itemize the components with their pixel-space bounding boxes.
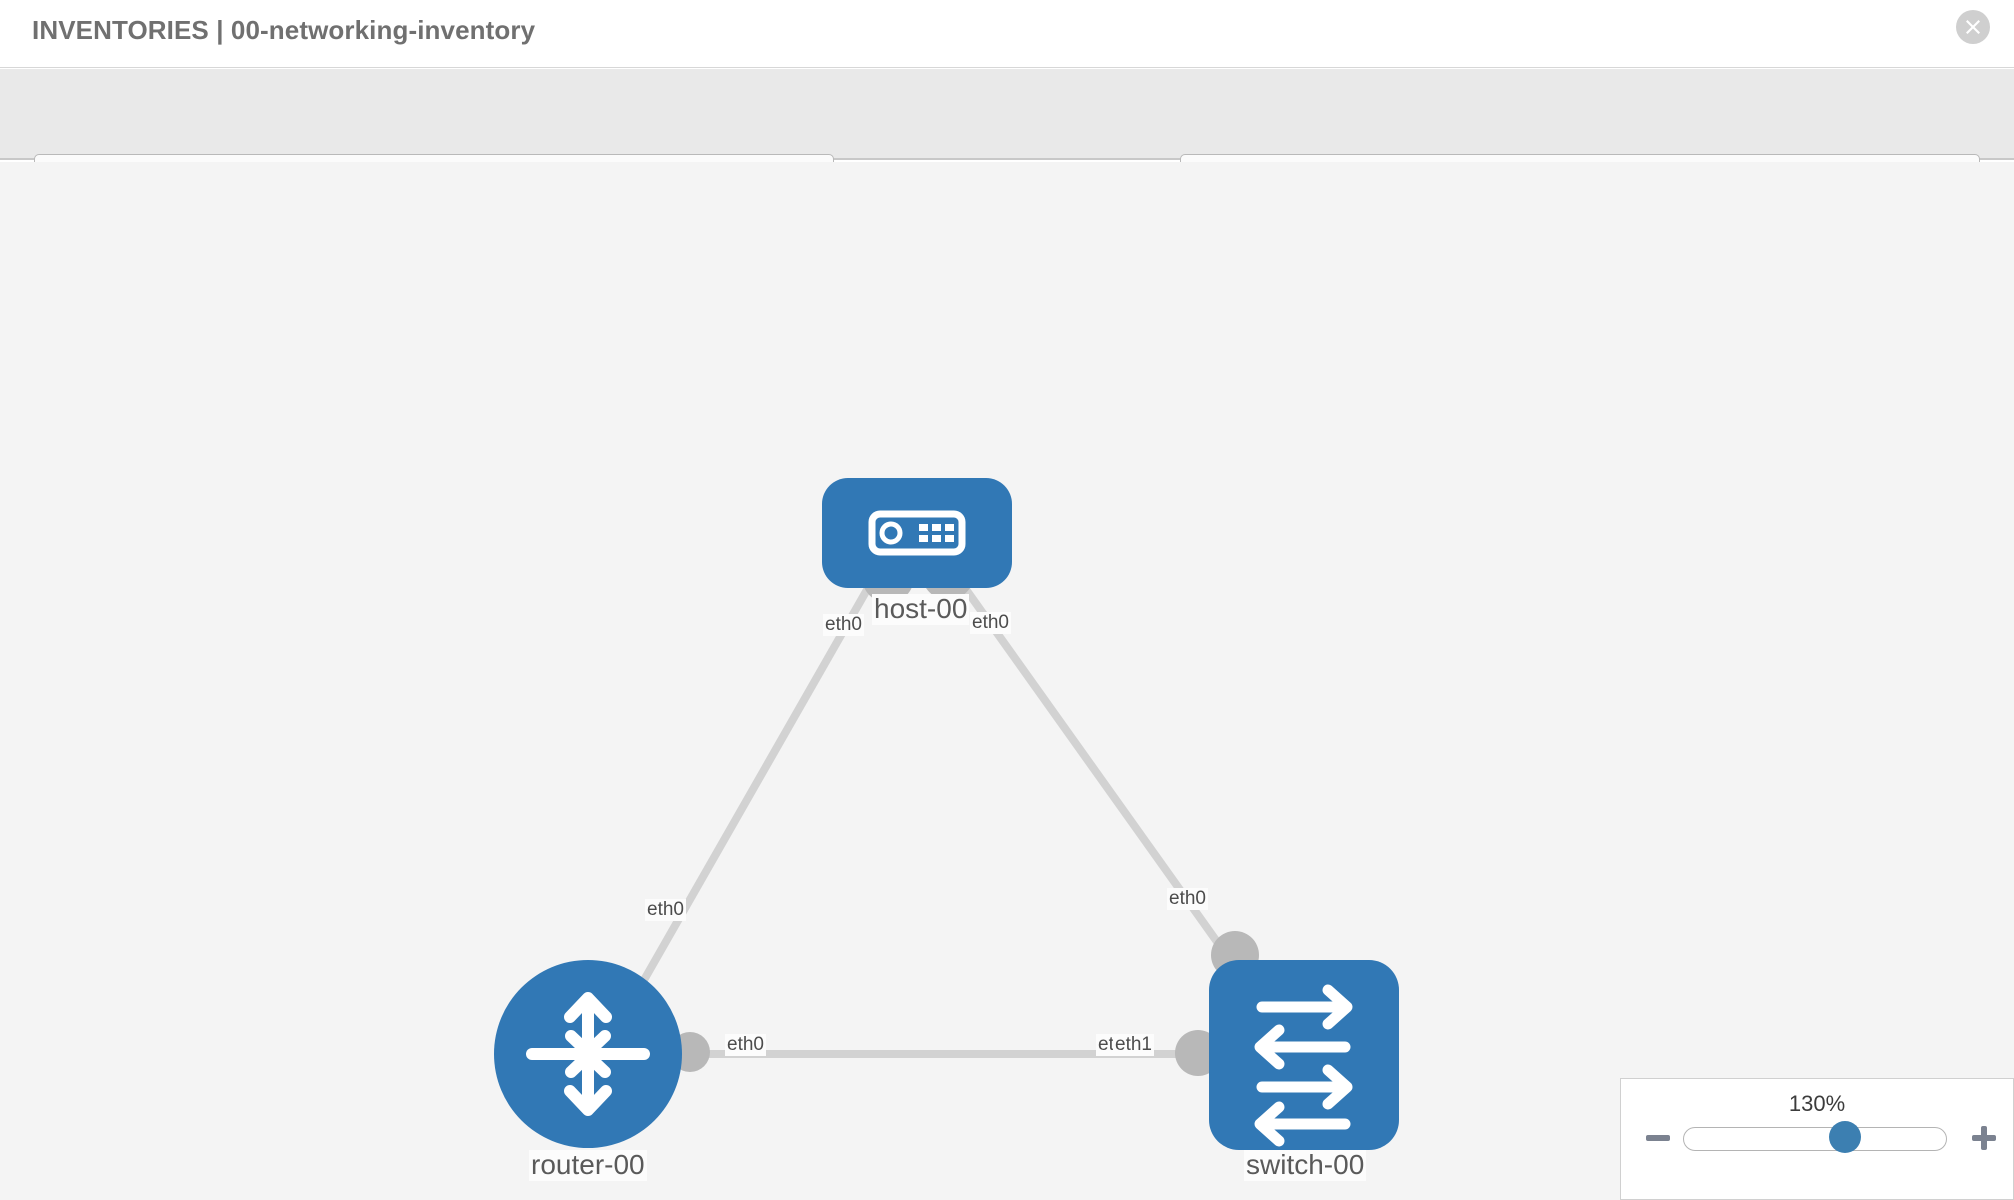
iface-label-router-eth0-right: eth0: [725, 1034, 766, 1056]
server-appliance-icon: [868, 510, 966, 556]
iface-label-router-eth0-up: eth0: [645, 899, 686, 921]
switch-arrows-icon: [1254, 984, 1353, 1147]
page-header: INVENTORIES | 00-networking-inventory: [0, 0, 2014, 68]
node-label-router: router-00: [529, 1149, 647, 1181]
router-four-arrows-icon: [526, 992, 650, 1116]
iface-label-switch-eth1: eth1: [1113, 1034, 1154, 1056]
node-router-00[interactable]: [494, 960, 682, 1148]
iface-label-switch-eth0-up: eth0: [1167, 888, 1208, 910]
close-icon[interactable]: [1956, 10, 1990, 44]
plus-icon[interactable]: [1969, 1123, 1999, 1153]
zoom-slider-thumb[interactable]: [1829, 1121, 1861, 1153]
node-label-switch: switch-00: [1244, 1149, 1367, 1181]
node-label-host: host-00: [872, 593, 970, 625]
zoom-slider[interactable]: [1683, 1121, 1947, 1153]
topology-canvas[interactable]: host-00 router-00 switch-00 eth0 eth0 et…: [0, 162, 2014, 1200]
node-switch-00[interactable]: [1209, 960, 1399, 1150]
node-host-00[interactable]: [822, 478, 1012, 588]
zoom-level-value: 130%: [1788, 1091, 1846, 1116]
page-title: INVENTORIES | 00-networking-inventory: [32, 15, 536, 45]
link-host-router[interactable]: [616, 565, 884, 1024]
minus-icon[interactable]: [1643, 1123, 1673, 1153]
zoom-control-panel: 130%: [1620, 1078, 2014, 1200]
iface-label-host-eth0-left: eth0: [823, 614, 864, 636]
iface-label-host-eth0-right: eth0: [970, 612, 1011, 634]
topology-graph: [494, 478, 1399, 1150]
toolbar: ACTIONS SEARCH: [0, 69, 2014, 210]
